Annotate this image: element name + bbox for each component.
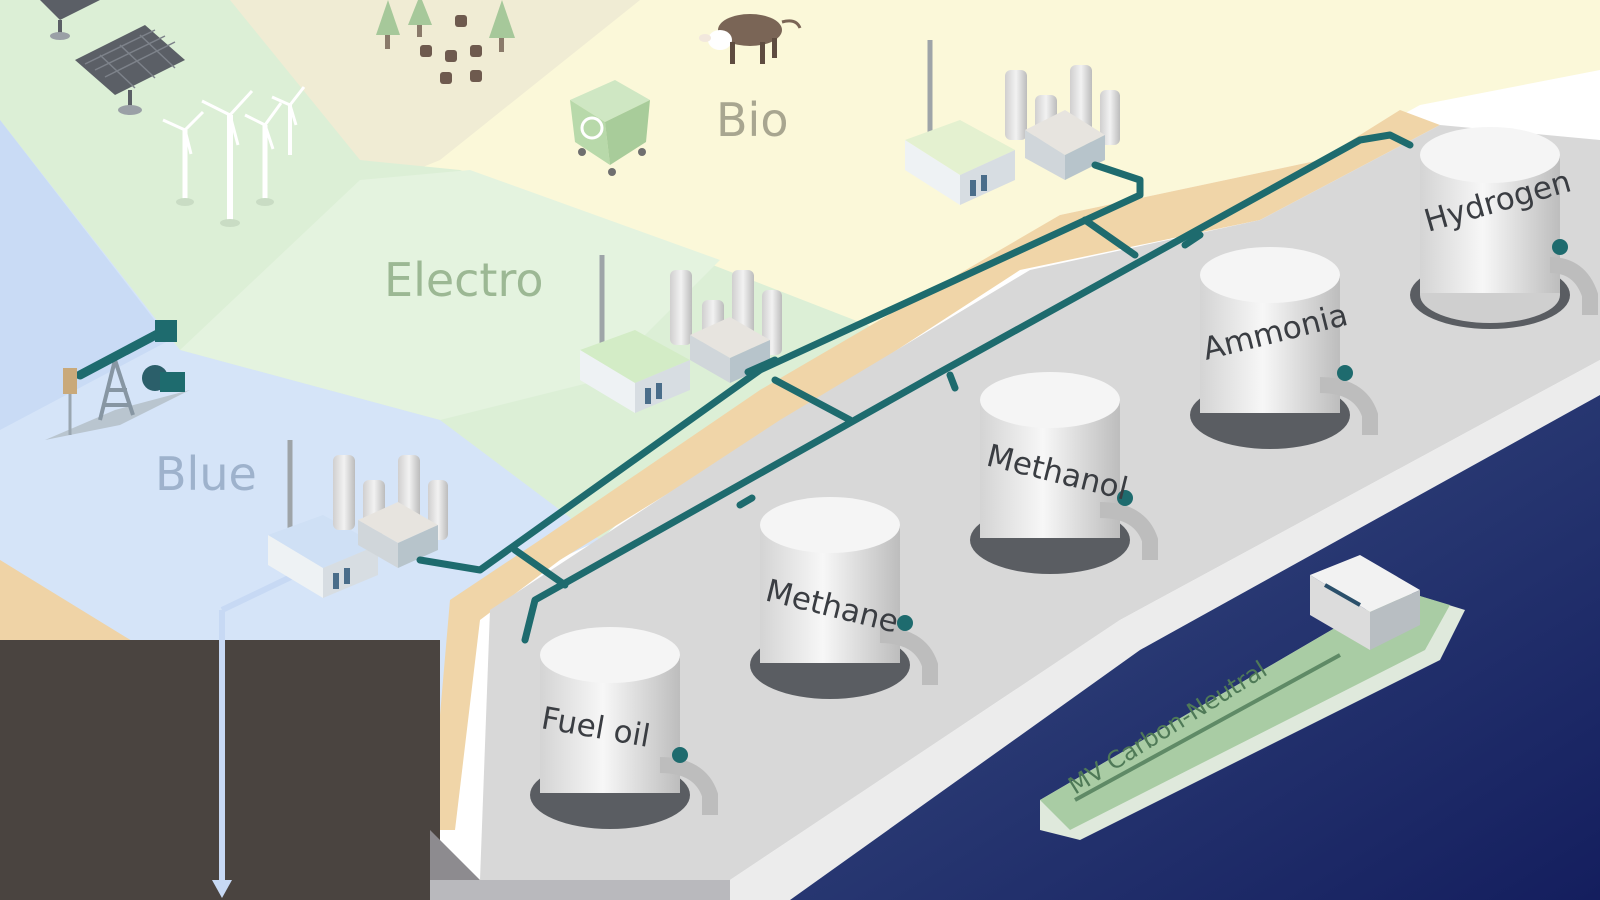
tank-hydrogen <box>1410 127 1598 329</box>
ship-mv-carbon-neutral <box>1040 555 1465 840</box>
electro-refinery-icon <box>580 255 782 413</box>
region-label-electro: Electro <box>384 253 544 307</box>
forest-icon <box>376 0 515 84</box>
sea <box>790 395 1600 900</box>
pump-jack-icon <box>45 320 190 440</box>
recycling-bin-icon <box>570 80 650 176</box>
tank-fuel-oil <box>530 627 718 829</box>
wind-turbines-icon <box>162 86 306 227</box>
tank-methane <box>750 497 938 699</box>
tank-ammonia <box>1190 247 1378 449</box>
tank-methanol <box>970 372 1158 574</box>
region-label-blue: Blue <box>155 447 257 501</box>
bio-refinery-icon <box>905 40 1120 205</box>
blue-refinery-icon <box>268 440 448 598</box>
cow-icon <box>699 14 802 64</box>
region-label-bio: Bio <box>716 93 788 147</box>
solar-panels-icon <box>40 0 185 115</box>
pipeline-network <box>416 131 1414 644</box>
